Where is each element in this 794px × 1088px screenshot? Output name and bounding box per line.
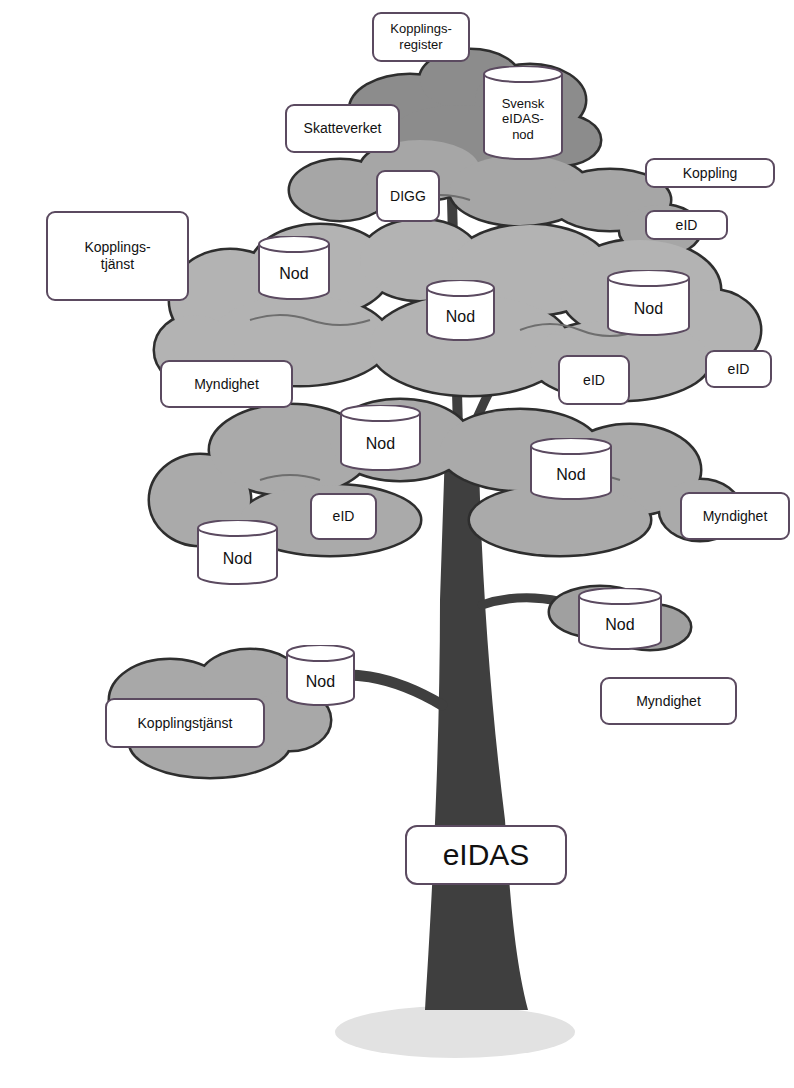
node-text: DIGG bbox=[390, 188, 426, 205]
cylinder-body bbox=[608, 270, 689, 335]
node-text: Skatteverket bbox=[304, 120, 382, 137]
label-box: Skatteverket bbox=[285, 104, 400, 153]
cylinder-rim bbox=[198, 528, 277, 536]
cylinder-body bbox=[579, 588, 661, 649]
cylinder-rim bbox=[531, 446, 611, 454]
node-text: Nod bbox=[556, 465, 585, 484]
cylinder-body bbox=[484, 66, 562, 159]
cylinder-rim bbox=[484, 74, 562, 82]
node-text: Nod bbox=[605, 615, 634, 634]
node-text: eID bbox=[728, 361, 750, 378]
cylinder-rim bbox=[287, 653, 354, 661]
cylinder-body bbox=[341, 405, 420, 470]
cylinder-rim bbox=[427, 288, 494, 296]
cylinder-rim bbox=[259, 244, 329, 252]
node-text: eID bbox=[676, 217, 698, 234]
node-text: eID bbox=[583, 372, 605, 389]
node-text: Koppling bbox=[683, 165, 738, 182]
label-box: Myndighet bbox=[680, 492, 790, 540]
cylinder-rim bbox=[579, 596, 661, 604]
label-box: Koppling bbox=[645, 158, 775, 188]
node-text: Kopplings- tjänst bbox=[78, 239, 158, 273]
node-text: Kopplingstjänst bbox=[138, 715, 233, 732]
label-box: eID bbox=[705, 350, 772, 388]
node-cylinder: Nod bbox=[607, 270, 690, 336]
label-box: Kopplingstjänst bbox=[105, 698, 265, 748]
node-text: Myndighet bbox=[194, 376, 259, 393]
label-box: eIDAS bbox=[405, 825, 567, 885]
node-cylinder: Nod bbox=[197, 520, 278, 585]
node-cylinder: Nod bbox=[578, 588, 662, 650]
cylinder-rim bbox=[341, 413, 420, 421]
label-box: Myndighet bbox=[160, 360, 293, 408]
node-text: Svensk eIDAS- nod bbox=[493, 96, 553, 143]
node-cylinder: Nod bbox=[426, 280, 495, 341]
node-cylinder: Nod bbox=[258, 236, 330, 300]
label-box: Kopplings- tjänst bbox=[46, 211, 189, 301]
node-cylinder: Nod bbox=[286, 645, 355, 706]
label-box: eID bbox=[310, 493, 377, 540]
node-text: Nod bbox=[279, 264, 308, 283]
label-box: eID bbox=[558, 355, 630, 405]
node-cylinder: Nod bbox=[340, 405, 421, 471]
node-text: Nod bbox=[306, 672, 335, 691]
cylinder-body bbox=[531, 438, 611, 499]
node-text: Myndighet bbox=[636, 693, 701, 710]
node-text: eIDAS bbox=[443, 837, 530, 873]
cylinder-rim bbox=[608, 278, 689, 286]
label-box: DIGG bbox=[376, 170, 440, 222]
node-cylinder: Svensk eIDAS- nod bbox=[483, 66, 563, 160]
node-text: Nod bbox=[366, 434, 395, 453]
node-text: Myndighet bbox=[703, 508, 768, 525]
node-text: eID bbox=[333, 508, 355, 525]
label-box: eID bbox=[645, 210, 728, 240]
label-box: Myndighet bbox=[600, 677, 737, 725]
node-text: Nod bbox=[223, 549, 252, 568]
cylinder-body bbox=[259, 236, 329, 299]
cylinder-body bbox=[427, 280, 494, 340]
node-text: Nod bbox=[634, 299, 663, 318]
node-text: Kopplings- register bbox=[382, 21, 460, 52]
cylinder-body bbox=[287, 645, 354, 705]
node-cylinder: Nod bbox=[530, 438, 612, 500]
cylinder-body bbox=[198, 520, 277, 584]
label-box: Kopplings- register bbox=[372, 12, 470, 62]
node-text: Nod bbox=[446, 307, 475, 326]
